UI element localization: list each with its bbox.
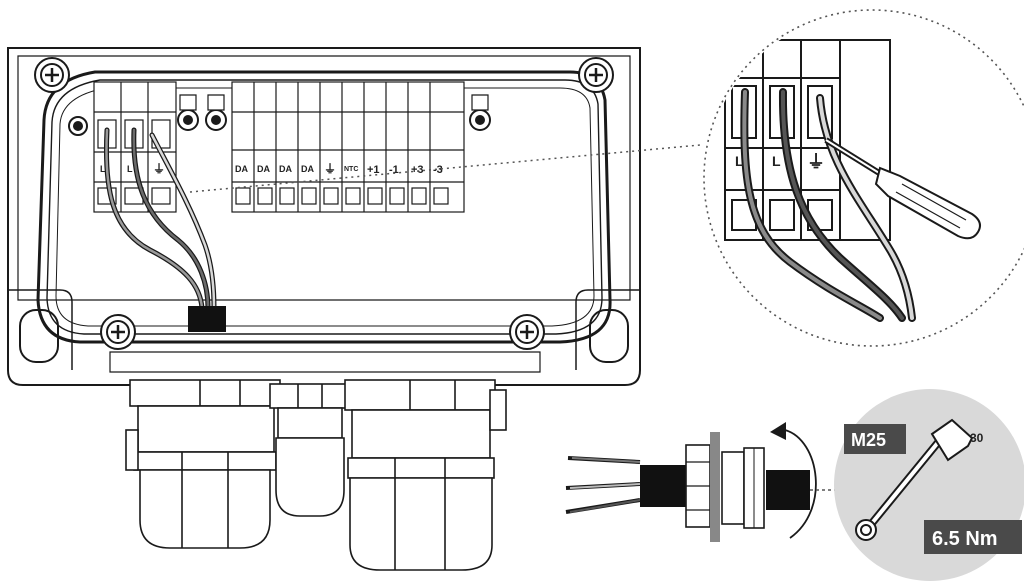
cable-sheath [188,306,226,332]
wrench-icon [855,418,974,541]
torque-tag [924,520,1022,554]
zoom-label-ground: ⏚ [807,152,825,172]
zoom-label-l1: L [735,153,744,169]
zoom-detail [703,9,1024,347]
screwdriver-icon [824,137,981,240]
terminal-label-da-2: DA [257,164,270,174]
terminal-label-minus3: -3 [433,164,443,176]
terminal-label-plus1: +1 [367,164,380,176]
terminal-block-right [231,81,465,213]
terminal-label-ground: ⏚ [153,162,165,176]
terminal-label-da-3: DA [279,164,292,174]
enclosure-wires [103,127,217,311]
terminal-label-l2: L [127,164,133,174]
corner-screw-bottom-left [100,314,136,350]
terminal-label-l1: L [100,164,106,174]
terminal-label-ntc: NTC [344,166,358,173]
thread-tag [844,424,906,454]
corner-screw-top-left [34,57,70,93]
cable-install-detail [565,422,836,542]
terminal-label-plus3: +3 [411,164,424,176]
block-screws [68,94,491,136]
corner-screw-bottom-right [509,314,545,350]
zoom-label-l2: L [772,153,781,169]
terminal-label-minus1: -1 [389,164,399,176]
cable-glands [125,379,507,571]
corner-screw-top-right [578,57,614,93]
wrench-size-label: 30 [970,431,984,445]
terminal-label-da-4: DA [301,164,314,174]
zoom-leader-line [189,144,701,193]
terminal-label-da-1: DA [235,164,248,174]
torque-value-label: 6.5 Nm [932,528,998,550]
thread-size-label: M25 [851,430,886,450]
terminal-label-ground-2: ⏚ [324,162,336,176]
